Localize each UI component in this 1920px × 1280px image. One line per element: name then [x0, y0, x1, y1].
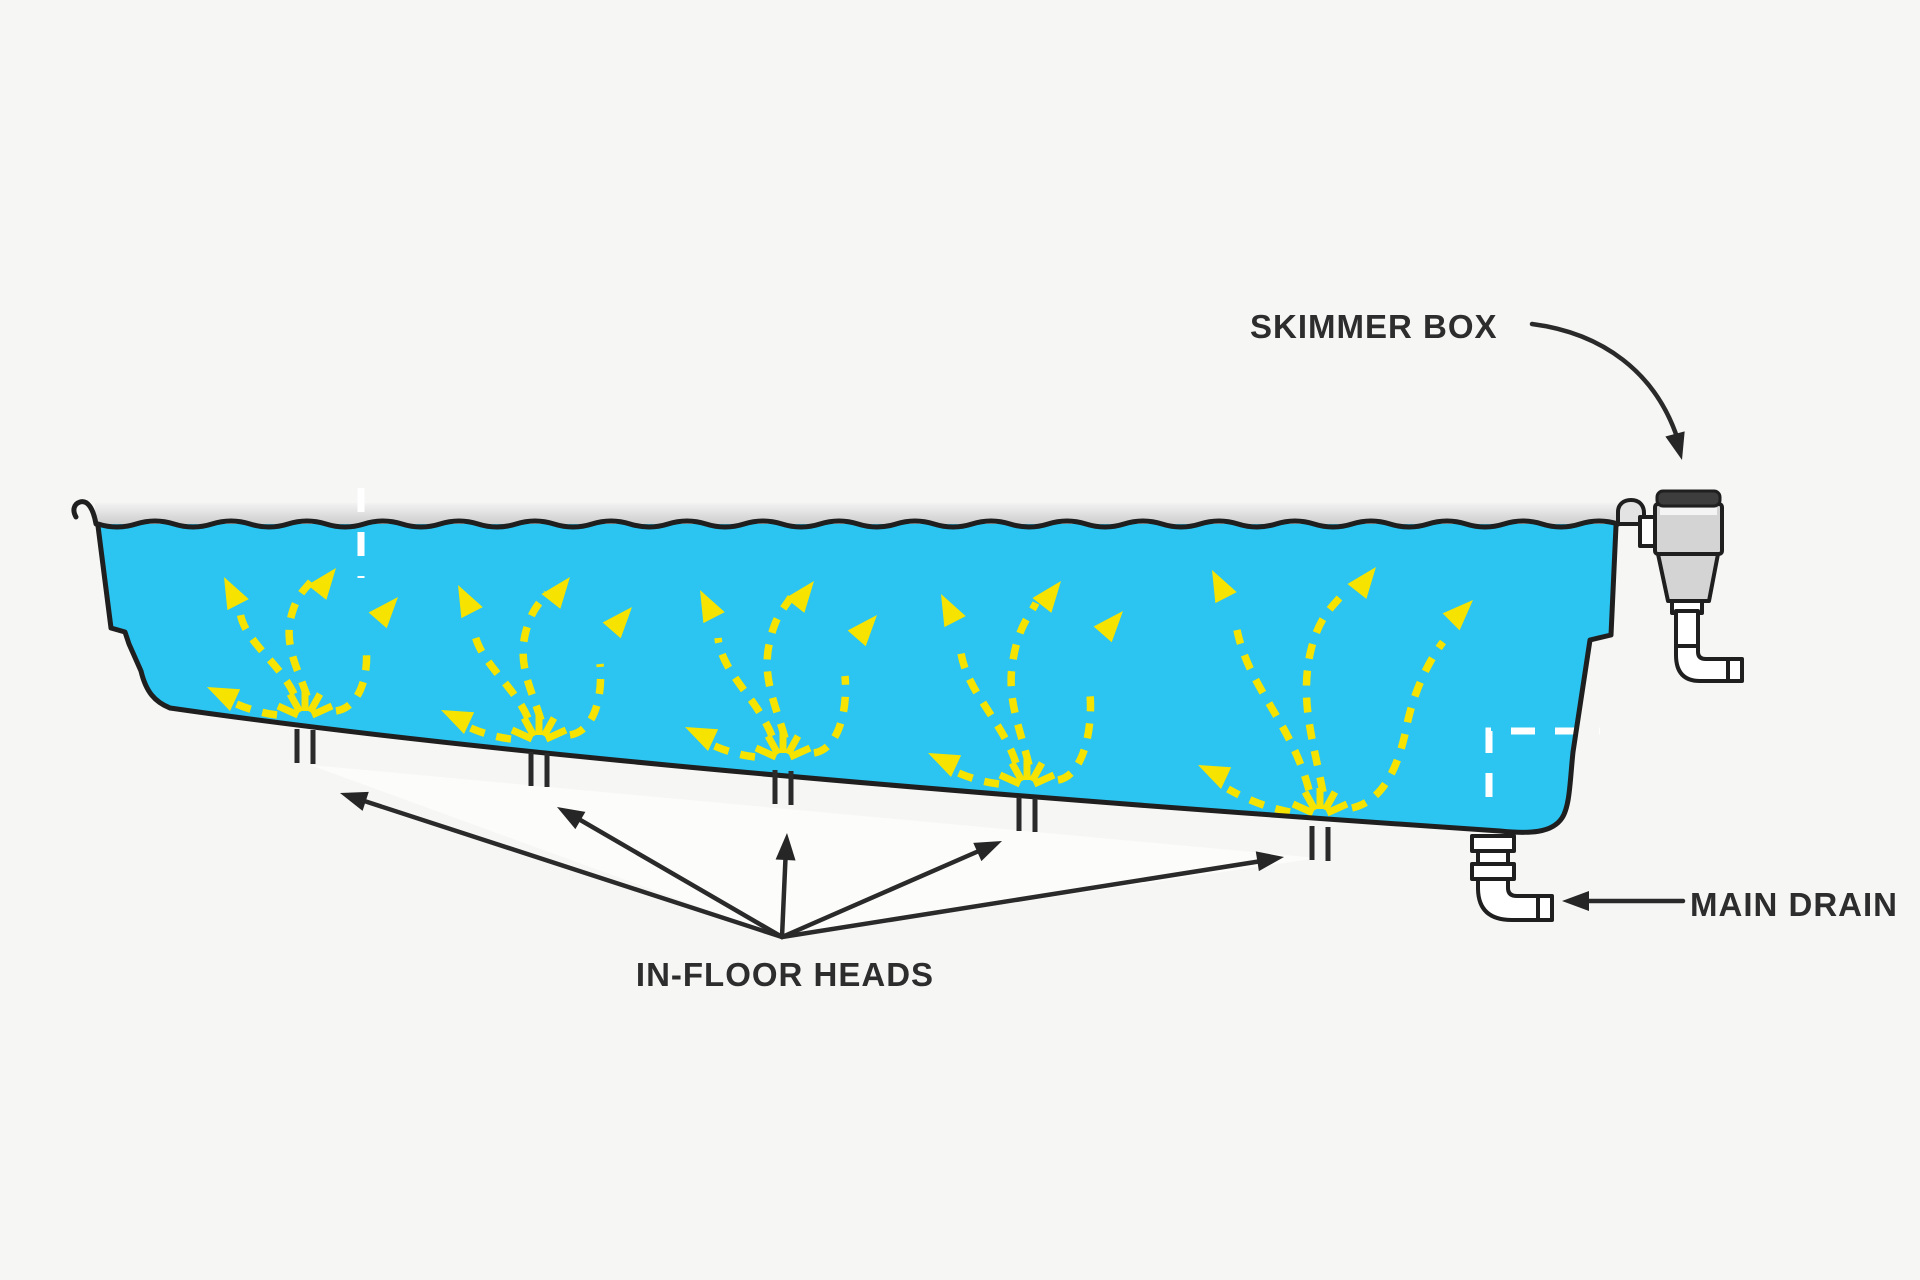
flow-fountain [1192, 559, 1482, 816]
in-floor-heads [294, 729, 1331, 861]
flow-path [335, 645, 371, 715]
flow-path [236, 611, 298, 696]
leader-line [779, 857, 1271, 940]
flow-path [714, 637, 776, 738]
leader-line [567, 811, 785, 940]
flow-path [956, 645, 1020, 765]
skimmer-leader-arrow [1529, 321, 1681, 443]
coping-band [95, 503, 1618, 525]
flow-path [470, 629, 532, 720]
flow-path [226, 696, 278, 719]
skimmer-lid [1655, 489, 1722, 508]
in-floor-heads-label: IN-FLOOR HEADS [636, 956, 934, 993]
skimmer-box-label: SKIMMER BOX [1250, 308, 1498, 345]
in-floor-head [294, 729, 316, 764]
drain-zone-dashed-box [1485, 727, 1600, 797]
flow-path [519, 590, 551, 722]
flow-path [812, 675, 850, 757]
flow-path [948, 765, 1000, 788]
flow-path [1226, 785, 1291, 816]
main-drain-label: MAIN DRAIN [1690, 886, 1898, 923]
flow-path [460, 720, 512, 743]
flow-arrows [201, 559, 1482, 816]
pool-water [98, 524, 1616, 833]
flow-fountain [435, 569, 642, 743]
annotations: SKIMMER BOX MAIN DRAIN IN-FLOOR HEADS [336, 308, 1898, 993]
leader-line [779, 844, 991, 940]
skimmer-box-fixture [1638, 489, 1744, 683]
flow-path [1007, 601, 1040, 766]
pool-coping [71, 497, 1646, 527]
in-floor-heads-leader-fan [336, 783, 1286, 940]
drain-flange [1470, 862, 1516, 881]
flow-path [1350, 639, 1447, 812]
coping-right-bump [1616, 497, 1646, 526]
skimmer-down-pipe [1674, 609, 1700, 649]
in-floor-head [1309, 826, 1331, 861]
flow-path [1302, 591, 1346, 793]
coping-left-curl [71, 499, 99, 527]
leader-line [349, 794, 785, 940]
in-floor-head [772, 770, 794, 805]
flow-path [763, 595, 795, 740]
skimmer-body-lower [1656, 552, 1720, 603]
flow-fountain [922, 573, 1133, 788]
flow-path [285, 576, 317, 698]
skimmer-elbow-pipe [1674, 644, 1744, 683]
flow-path [704, 738, 756, 761]
main-drain-fixture [1470, 834, 1554, 922]
flow-path [1233, 629, 1313, 791]
leader-line [779, 844, 789, 940]
waterline [95, 518, 1621, 530]
in-floor-head [1016, 797, 1038, 832]
flow-fountain [679, 573, 887, 761]
pool-shell-outline [95, 523, 1619, 835]
flow-fountain [201, 560, 408, 719]
drain-elbow-pipe [1476, 877, 1554, 922]
flow-path [1056, 693, 1095, 784]
flow-path [568, 663, 605, 739]
drain-flange [1470, 834, 1516, 853]
in-floor-head [528, 752, 550, 787]
skimmer-body-highlight [1660, 508, 1717, 515]
